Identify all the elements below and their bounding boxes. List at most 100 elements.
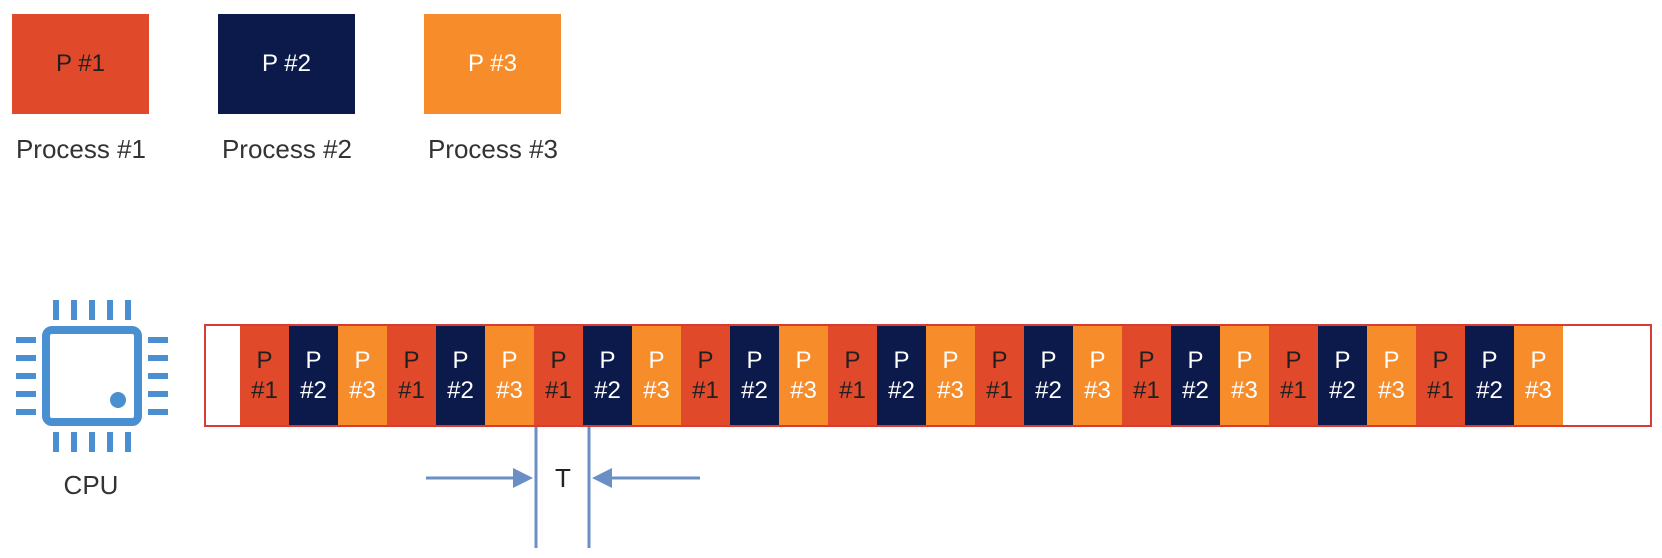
time-slice-prefix: P [550,346,567,374]
time-slice-process-3: P#3 [632,326,681,425]
time-slice-process-number: #2 [741,376,768,404]
time-slice-process-number: #2 [1035,376,1062,404]
time-slice-process-2: P#2 [583,326,632,425]
cpu-pin [89,300,95,320]
time-slice-process-2: P#2 [436,326,485,425]
time-slice-prefix: P [648,346,665,374]
time-slice-process-2: P#2 [1024,326,1073,425]
time-slice-process-3: P#3 [1514,326,1563,425]
time-slice-prefix: P [354,346,371,374]
time-slice-process-1: P#1 [534,326,583,425]
time-slice-prefix: P [1089,346,1106,374]
cpu-pin [125,300,131,320]
time-slice-process-1: P#1 [828,326,877,425]
time-slice-process-3: P#3 [1073,326,1122,425]
time-slice-process-1: P#1 [1269,326,1318,425]
time-slice-prefix: P [697,346,714,374]
time-slice-process-number: #1 [545,376,572,404]
time-slice-prefix: P [599,346,616,374]
time-slice-process-1: P#1 [681,326,730,425]
time-slice-process-number: #2 [300,376,327,404]
time-slice-prefix: P [1383,346,1400,374]
time-slice-process-1: P#1 [1122,326,1171,425]
time-slice-process-number: #3 [1378,376,1405,404]
legend-swatch-label: P #1 [56,50,105,77]
time-slice-prefix: P [1334,346,1351,374]
legend-swatch-label: P #3 [468,50,517,77]
cpu-pin [16,355,36,361]
time-slice-process-number: #3 [496,376,523,404]
cpu-label: CPU [63,470,119,500]
cpu-pin [148,391,168,397]
time-slice-process-number: #3 [1231,376,1258,404]
left-arrow-head [513,468,533,488]
time-slice-prefix: P [452,346,469,374]
time-slice-process-1: P#1 [975,326,1024,425]
time-slice-process-number: #1 [986,376,1013,404]
cpu-pin [16,373,36,379]
time-slice-process-number: #1 [398,376,425,404]
cpu-pin [148,337,168,343]
time-slice-prefix: P [844,346,861,374]
time-slice-prefix: P [1236,346,1253,374]
cpu-pin [16,337,36,343]
cpu-pin [89,432,95,452]
time-slice-prefix: P [305,346,322,374]
cpu-pin [107,432,113,452]
legend-caption-process-2: Process #2 [221,134,353,164]
cpu-pin [148,355,168,361]
time-slice-prefix: P [1138,346,1155,374]
cpu-pin [107,300,113,320]
time-slice-process-2: P#2 [730,326,779,425]
time-slice-process-3: P#3 [338,326,387,425]
time-slice-process-3: P#3 [779,326,828,425]
time-slice-prefix: P [403,346,420,374]
time-slice-process-number: #1 [1280,376,1307,404]
time-slice-process-number: #2 [1476,376,1503,404]
time-slice-prefix: P [1040,346,1057,374]
cpu-pin [16,391,36,397]
time-slice-prefix: P [1530,346,1547,374]
time-slice-process-number: #2 [888,376,915,404]
time-slice-process-2: P#2 [1171,326,1220,425]
time-slice-prefix: P [991,346,1008,374]
cpu-pin [71,432,77,452]
time-slice-process-number: #3 [937,376,964,404]
time-slice-prefix: P [795,346,812,374]
time-slice-prefix: P [746,346,763,374]
cpu-pin [148,409,168,415]
time-slice-process-1: P#1 [387,326,436,425]
time-slice-process-number: #2 [1182,376,1209,404]
time-slice-process-3: P#3 [1367,326,1416,425]
time-slice-prefix: P [942,346,959,374]
time-slice-process-number: #3 [349,376,376,404]
time-slice-process-number: #3 [790,376,817,404]
time-slice-process-2: P#2 [1318,326,1367,425]
cpu-pin [148,373,168,379]
legend-caption-process-1: Process #1 [15,134,147,164]
time-slice-process-number: #1 [692,376,719,404]
time-slice-process-number: #3 [1084,376,1111,404]
time-slice-process-number: #2 [594,376,621,404]
time-slice-prefix: P [1285,346,1302,374]
time-slice-process-number: #3 [643,376,670,404]
time-slice-prefix: P [1187,346,1204,374]
time-slice-process-3: P#3 [485,326,534,425]
legend-swatch-process-1: P #1 [12,14,149,114]
time-slice-process-3: P#3 [1220,326,1269,425]
legend-swatch-process-2: P #2 [218,14,355,114]
cpu-pin [125,432,131,452]
time-slice-prefix: P [1481,346,1498,374]
time-slice-process-2: P#2 [877,326,926,425]
time-slice-prefix: P [893,346,910,374]
time-slice-process-number: #1 [251,376,278,404]
legend-caption-process-3: Process #3 [427,134,559,164]
time-slice-process-2: P#2 [1465,326,1514,425]
cpu-pin [71,300,77,320]
time-slice-process-1: P#1 [240,326,289,425]
cpu-pin [16,409,36,415]
time-slice-prefix: P [256,346,273,374]
time-slice-process-3: P#3 [926,326,975,425]
time-slice-process-number: #2 [1329,376,1356,404]
